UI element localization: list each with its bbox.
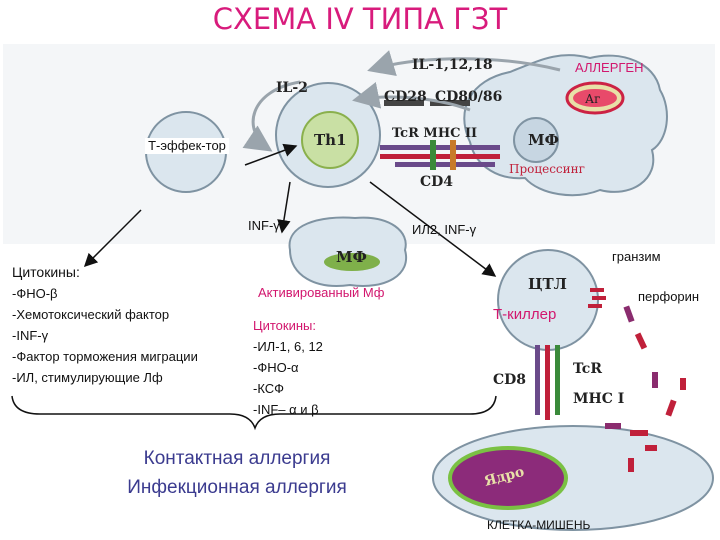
cd80-86-label: CD80/86 — [435, 89, 502, 105]
activated-macrophage-label: Активированный Мф — [258, 285, 385, 300]
ifn-gamma-label: INF-γ — [248, 218, 280, 233]
cd4-label: CD4 — [420, 174, 453, 190]
il2-label: IL-2 — [276, 80, 308, 96]
tcr-mhc2-label: TcR MHC II — [392, 126, 477, 141]
page-title: СХЕМА IV ТИПА ГЗТ — [212, 2, 508, 36]
il2-ifng-arrow — [369, 181, 497, 277]
outcomes-text: Контактная аллергия Инфекционная аллерги… — [62, 444, 412, 502]
ifng-arrow — [277, 181, 291, 234]
allergen-label: АЛЛЕРГЕН — [575, 60, 644, 75]
cd28-arrow — [352, 82, 471, 112]
il1-arrow — [367, 50, 561, 77]
th1-to-teff-arrow — [244, 143, 298, 166]
antigen-core — [573, 89, 617, 107]
t-killer-label: Т-киллер — [493, 306, 557, 323]
list-item: -INF-γ — [12, 328, 49, 343]
il2-arrow — [242, 80, 301, 152]
activated-mf-nucleus — [324, 253, 380, 271]
list-item: -Фактор торможения миграции — [12, 349, 198, 364]
outcome-brace — [11, 395, 497, 431]
cytokines-left-list: Цитокины: -ФНО-β -Хемотоксический фактор… — [12, 262, 198, 388]
ctl-cell — [497, 249, 599, 351]
processing-label: Процессинг — [509, 162, 585, 176]
th1-nucleus — [301, 111, 359, 169]
list-item: -Хемотоксический фактор — [12, 307, 170, 322]
cd8-label: CD8 — [493, 372, 526, 388]
tcr-label: TcR — [573, 361, 602, 377]
cytokines-left-heading: Цитокины: — [12, 264, 80, 280]
mhc1-label: MHC I — [573, 391, 624, 407]
target-cell-label: КЛЕТКА-МИШЕНЬ — [487, 518, 591, 532]
ctl-receptors — [535, 345, 560, 420]
outcome-infectious-allergy: Инфекционная аллергия — [127, 477, 347, 498]
cytokines-right-list: Цитокины: -ИЛ-1, 6, 12 -ФНО-α -КСФ -INF–… — [253, 315, 323, 420]
list-item: -ИЛ, стимулирующие Лф — [12, 370, 163, 385]
perforin-label: перфорин — [638, 289, 700, 304]
list-item: -ИЛ-1, 6, 12 — [253, 339, 323, 354]
il2-ifn-gamma-label: ИЛ2, INF-γ — [412, 222, 477, 237]
apc-nucleus — [513, 117, 559, 163]
teff-to-cytokines-arrow — [83, 209, 142, 268]
list-item: -КСФ — [253, 381, 285, 396]
th1-label: Th1 — [314, 131, 347, 149]
antigen-label: Аг — [585, 92, 600, 106]
activated-macrophage-cell — [288, 216, 408, 287]
cd28-label: CD28 — [384, 89, 427, 105]
list-item: -ФНО-β — [12, 286, 58, 301]
outcome-contact-allergy: Контактная аллергия — [143, 448, 331, 469]
macrophage-label: МФ — [528, 131, 559, 149]
cytokines-right-heading: Цитокины: — [253, 318, 317, 333]
granzyme-label: гранзим — [612, 249, 661, 264]
t-effector-label: Т-эффек-тор — [145, 138, 229, 154]
list-item: -INF– α и β — [253, 402, 319, 417]
granules — [588, 288, 686, 472]
list-item: -ФНО-α — [253, 360, 299, 375]
target-nucleus — [448, 446, 568, 510]
il1-12-18-label: IL-1,12,18 — [412, 57, 493, 73]
ctl-label: ЦТЛ — [528, 275, 567, 293]
activated-mf-label: МФ — [336, 248, 367, 266]
